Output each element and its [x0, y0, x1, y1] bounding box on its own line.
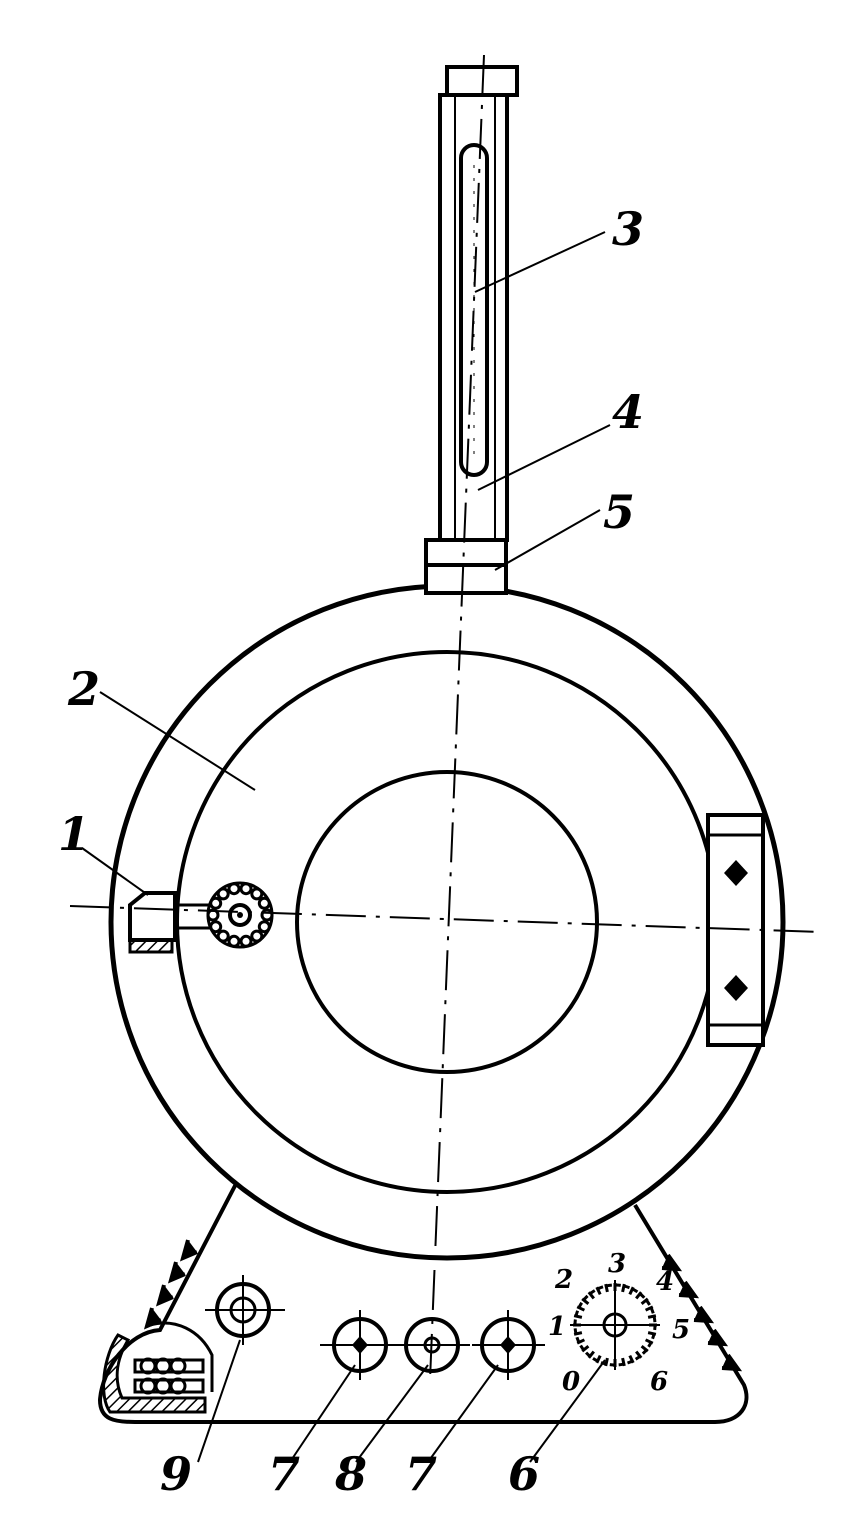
indicator-column — [424, 65, 519, 595]
dial-tooth — [628, 1286, 635, 1296]
dial-tooth — [587, 1350, 595, 1359]
pinion-gear-teeth — [206, 882, 274, 948]
dial-0: 0 — [562, 1367, 580, 1397]
callout-9: 9 — [160, 1447, 192, 1501]
adjusting-screw — [128, 881, 274, 954]
inner-bore — [295, 770, 599, 1074]
callout-7a: 7 — [268, 1447, 300, 1501]
gear-bead — [227, 934, 241, 948]
knob-6-dial — [570, 1280, 660, 1370]
dial-tooth — [576, 1305, 586, 1312]
dial-tooth — [640, 1345, 649, 1353]
dial-2: 2 — [554, 1265, 573, 1295]
callout-1: 1 — [58, 807, 90, 861]
gear-bead — [227, 882, 241, 896]
dial-tooth — [640, 1297, 649, 1305]
gear-bead — [250, 887, 264, 901]
callout-labels: 1 2 3 4 5 9 7 8 7 6 — [58, 202, 644, 1501]
right-knurl — [661, 1253, 743, 1372]
leader-3 — [474, 231, 606, 293]
dial-tooth — [621, 1283, 626, 1293]
left-knurl — [143, 1239, 198, 1330]
dial-tooth — [628, 1354, 635, 1364]
leader-9 — [197, 1339, 241, 1463]
dial-tooth — [647, 1314, 657, 1319]
callout-2: 2 — [67, 662, 100, 716]
leader-7a — [289, 1364, 356, 1463]
dial-5: 5 — [672, 1315, 690, 1345]
gear-bead — [257, 920, 271, 934]
center-lines — [69, 54, 821, 1381]
gear-bead — [209, 920, 223, 934]
dial-tooth — [635, 1350, 643, 1359]
dial-tooth — [621, 1357, 626, 1367]
gear-bead — [260, 908, 274, 922]
callout-5: 5 — [603, 485, 635, 539]
control-knobs — [205, 1275, 660, 1380]
base-stand — [97, 1179, 749, 1424]
leader-5 — [494, 509, 601, 571]
dial-tooth — [647, 1331, 657, 1336]
dial-6: 6 — [650, 1367, 668, 1397]
dial-tooth — [595, 1354, 602, 1364]
dial-tooth — [644, 1338, 654, 1345]
gear-bead — [209, 896, 223, 910]
callout-7b: 7 — [405, 1447, 437, 1501]
hatched-section — [102, 1321, 214, 1414]
leader-lines — [81, 231, 611, 1463]
callout-3: 3 — [612, 202, 644, 256]
knob-7-left — [320, 1310, 395, 1380]
dial-scale-labels: 0 1 2 3 4 5 6 — [548, 1249, 690, 1397]
dial-tooth — [604, 1283, 609, 1293]
dial-1: 1 — [548, 1312, 566, 1342]
gear-bead — [239, 934, 253, 948]
callout-6: 6 — [508, 1447, 540, 1501]
leader-1 — [81, 847, 149, 896]
gear-bead — [257, 896, 271, 910]
knob-7-right — [472, 1310, 545, 1380]
dial-tooth — [604, 1357, 609, 1367]
dial-4: 4 — [656, 1267, 674, 1297]
dial-3: 3 — [608, 1249, 626, 1279]
callout-4: 4 — [612, 385, 644, 439]
column-nut — [424, 538, 508, 567]
gear-bead — [206, 908, 220, 922]
gear-bead — [239, 882, 253, 896]
leader-4 — [477, 424, 611, 491]
gear-bead — [216, 929, 230, 943]
knob-8 — [395, 1317, 470, 1373]
dial-tooth — [581, 1297, 590, 1305]
callout-8: 8 — [334, 1447, 367, 1501]
dial-tooth — [644, 1305, 654, 1312]
dial-tooth — [635, 1291, 643, 1300]
dial-tooth — [576, 1338, 586, 1345]
dial-teeth — [573, 1283, 657, 1367]
leader-8 — [355, 1364, 429, 1463]
knob-9 — [205, 1275, 285, 1345]
leader-6 — [529, 1359, 606, 1463]
gear-bead — [250, 929, 264, 943]
dial-tooth — [587, 1291, 595, 1300]
column-base — [424, 563, 508, 595]
leader-2 — [99, 691, 256, 791]
leader-7b — [427, 1364, 499, 1463]
dial-tooth — [595, 1286, 602, 1296]
gear-bead — [216, 887, 230, 901]
dial-tooth — [573, 1331, 583, 1336]
dial-tooth — [581, 1345, 590, 1353]
dial-tooth — [573, 1314, 583, 1319]
